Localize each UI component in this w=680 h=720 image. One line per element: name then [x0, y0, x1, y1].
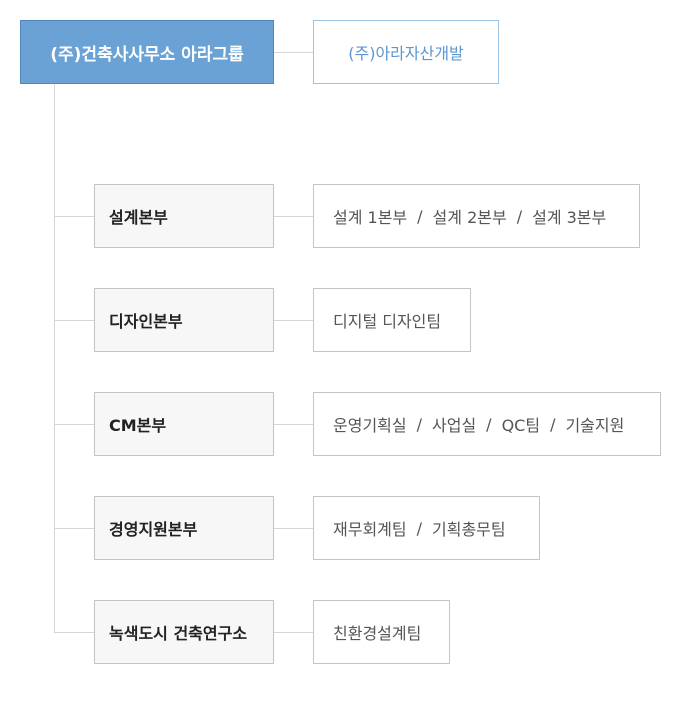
dept-team-connector [274, 424, 313, 425]
dept-team-connector [274, 632, 313, 633]
dept-label: CM본부 [109, 416, 167, 435]
dept-branch-connector [54, 528, 94, 529]
dept-node-green-city-lab: 녹색도시 건축연구소 [94, 600, 274, 664]
teams-node-cm: 운영기획실 / 사업실 / QC팀 / 기술지원 [313, 392, 661, 456]
dept-node-cm: CM본부 [94, 392, 274, 456]
team-item: 운영기획실 [333, 416, 407, 435]
dept-label: 설계본부 [109, 208, 168, 227]
team-item: 기획총무팀 [432, 520, 506, 539]
dept-team-connector [274, 320, 313, 321]
team-separator: / [416, 414, 422, 434]
dept-branch-connector [54, 320, 94, 321]
dept-branch-connector [54, 632, 94, 633]
dept-node-design: 설계본부 [94, 184, 274, 248]
dept-branch-connector [54, 424, 94, 425]
team-item: 설계 3본부 [532, 208, 607, 227]
dept-team-connector [274, 528, 313, 529]
dept-label: 녹색도시 건축연구소 [109, 624, 248, 643]
dept-label: 디자인본부 [109, 312, 183, 331]
dept-node-management: 경영지원본부 [94, 496, 274, 560]
team-separator: / [416, 518, 422, 538]
team-item: 친환경설계팀 [333, 624, 422, 643]
team-item: QC팀 [501, 416, 541, 435]
team-item: 사업실 [432, 416, 477, 435]
team-separator: / [516, 206, 523, 226]
trunk-connector [54, 84, 55, 633]
team-item: 디지털 디자인팀 [333, 312, 442, 331]
dept-label: 경영지원본부 [109, 520, 198, 539]
dept-branch-connector [54, 216, 94, 217]
team-separator: / [486, 414, 492, 434]
root-label: (주)건축사사무소 아라그룹 [50, 44, 244, 65]
teams-node-design: 설계 1본부 / 설계 2본부 / 설계 3본부 [313, 184, 640, 248]
root-affiliate-connector [274, 52, 313, 53]
team-separator: / [550, 414, 556, 434]
team-item: 설계 2본부 [432, 208, 507, 227]
affiliate-node: (주)아라자산개발 [313, 20, 499, 84]
dept-team-connector [274, 216, 313, 217]
team-item: 재무회계팀 [333, 520, 407, 539]
affiliate-label: (주)아라자산개발 [348, 44, 464, 63]
team-item: 기술지원 [565, 416, 625, 435]
root-node: (주)건축사사무소 아라그룹 [20, 20, 274, 84]
teams-node-green-city-lab: 친환경설계팀 [313, 600, 450, 664]
team-separator: / [417, 206, 423, 226]
team-item: 설계 1본부 [333, 208, 408, 227]
teams-node-management: 재무회계팀 / 기획총무팀 [313, 496, 540, 560]
dept-node-digital-design: 디자인본부 [94, 288, 274, 352]
teams-node-digital-design: 디지털 디자인팀 [313, 288, 471, 352]
